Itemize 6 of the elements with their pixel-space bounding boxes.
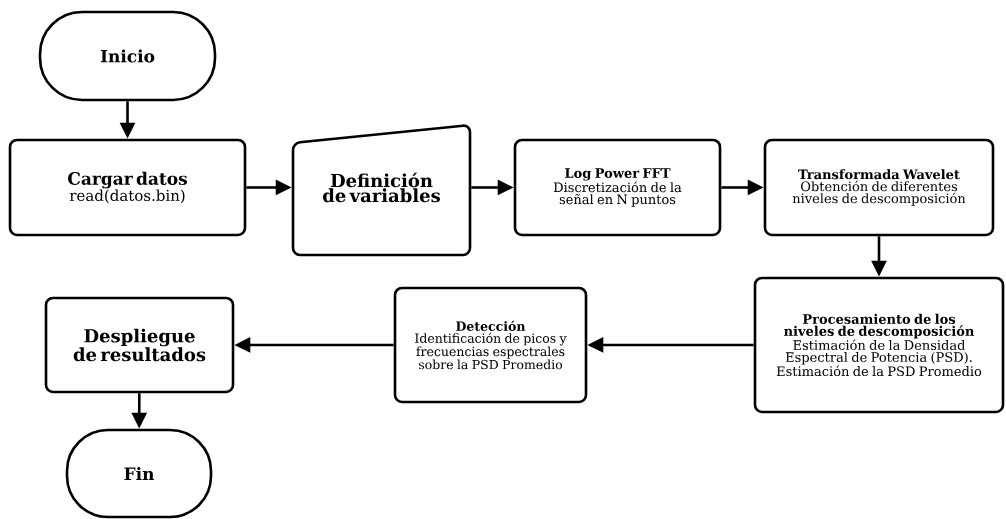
process-box: Procesamiento de los niveles de descomposición Estimación de la Densidad Espectral de Potencia (PSD). Estimación de la PSD Promedio <box>753 276 1005 414</box>
process-box: Log Power FFT Discretización de la señal en N puntos <box>513 138 722 237</box>
process-box: Despliegue de resultados <box>44 296 235 394</box>
process-box: Cargar datos read(datos.bin) <box>8 138 247 237</box>
process-box: Transformada Wavelet Obtención de diferentes niveles de descomposición <box>763 138 995 237</box>
process-box: Detección Identificación de picos y frecuencias espectrales sobre la PSD Promedio <box>393 286 588 404</box>
